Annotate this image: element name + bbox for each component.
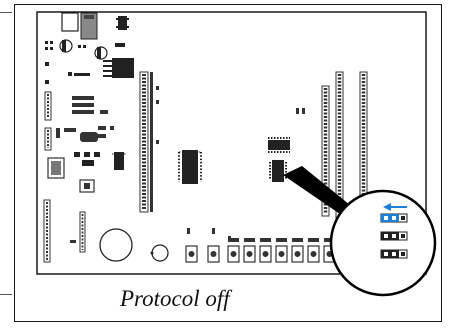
small-parts-right — [296, 108, 305, 114]
left-arrow-icon — [383, 203, 407, 211]
pin-header-right-3 — [359, 71, 368, 213]
push-button — [185, 245, 198, 263]
reset-button — [79, 179, 95, 193]
jumper-switch-icon — [380, 231, 408, 241]
jumper-switch-icon — [380, 249, 408, 259]
push-button — [275, 238, 288, 263]
resistor-row-top — [68, 72, 90, 76]
buzzer — [99, 228, 133, 262]
jumper-block — [380, 213, 408, 259]
small-components-topleft — [45, 41, 125, 84]
small-ic-left — [74, 152, 100, 166]
pin-header-left-inner — [70, 211, 86, 253]
push-button — [227, 238, 240, 263]
figure-caption: Protocol off — [120, 286, 230, 311]
pin-header-left-mid — [44, 127, 52, 151]
smd-array — [56, 96, 114, 138]
connector-block-left — [47, 157, 65, 179]
push-button-row — [185, 238, 336, 263]
push-button — [259, 238, 272, 263]
voltage-regulator — [103, 58, 134, 78]
crystal-oscillator — [80, 132, 98, 142]
resistor-column-center — [156, 86, 159, 144]
usb-connector — [61, 12, 98, 40]
potentiometer — [150, 244, 169, 262]
ic-right-lower — [269, 160, 287, 182]
capacitors — [59, 39, 108, 60]
pointer-wedge — [283, 166, 350, 214]
pin-header-center — [139, 71, 153, 213]
left-edge-tick-top — [0, 12, 12, 13]
zoom-circle — [329, 189, 437, 297]
push-button — [291, 238, 304, 263]
push-button — [243, 238, 256, 263]
pin-header-left-long — [43, 199, 51, 263]
center-microcontroller — [178, 150, 202, 184]
push-button — [207, 245, 220, 263]
left-edge-tick-bottom — [0, 294, 12, 295]
pin-header-left-top — [44, 91, 52, 121]
push-button — [307, 238, 320, 263]
ic-right-upper — [268, 137, 290, 153]
ic-mid-left — [112, 152, 126, 170]
jumper-switch-icon — [380, 213, 408, 223]
power-transistor — [116, 16, 129, 30]
